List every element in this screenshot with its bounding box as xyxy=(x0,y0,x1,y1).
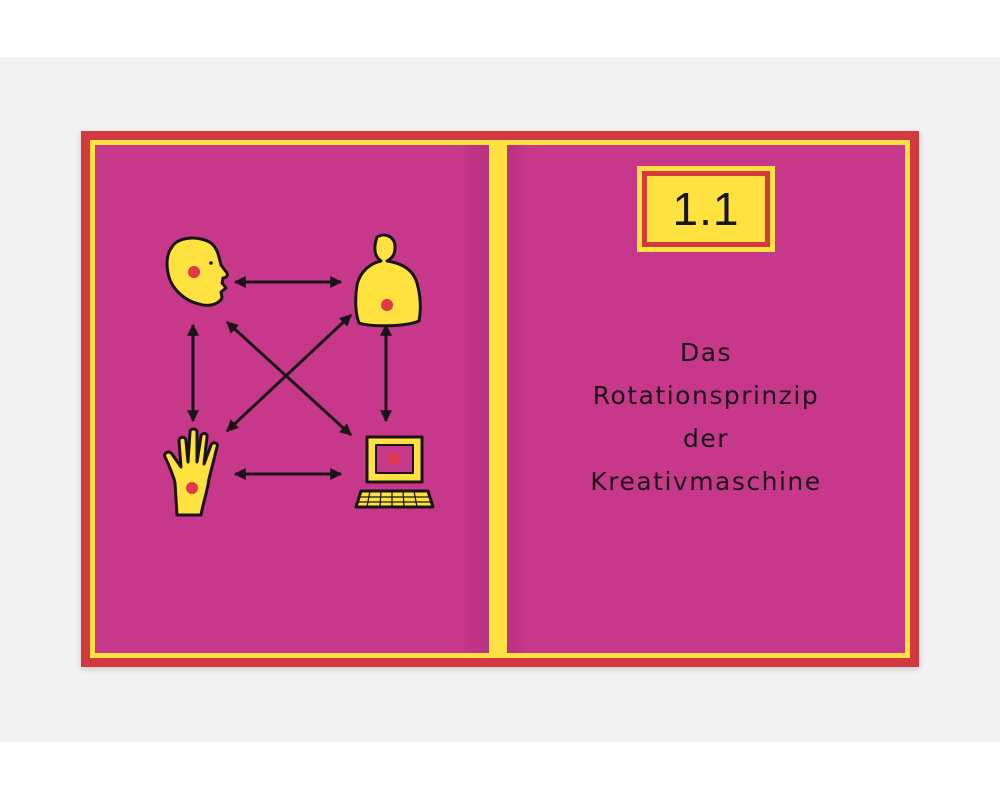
head-icon xyxy=(165,236,229,307)
torso-icon xyxy=(354,233,422,328)
right-page-inner: 1.1 Das Rotationsprinzip der Kreativmasc… xyxy=(507,145,905,653)
chapter-badge: 1.1 xyxy=(637,166,775,252)
book-spread: 1.1 Das Rotationsprinzip der Kreativmasc… xyxy=(81,131,919,667)
hand-icon xyxy=(163,427,219,517)
arrow-torso-hand xyxy=(225,313,353,433)
left-page xyxy=(90,140,494,658)
left-page-inner xyxy=(95,145,489,653)
chapter-title-line: Kreativmaschine xyxy=(590,467,822,496)
chapter-title-line: der xyxy=(682,424,730,453)
book-spine xyxy=(494,140,502,658)
chapter-title: Das Rotationsprinzip der Kreativmaschine xyxy=(507,331,905,503)
arrow-head-computer xyxy=(225,320,353,437)
chapter-title-line: Rotationsprinzip xyxy=(592,381,820,410)
rotation-diagram xyxy=(163,233,435,517)
chapter-badge-frame: 1.1 xyxy=(642,171,770,247)
right-page: 1.1 Das Rotationsprinzip der Kreativmasc… xyxy=(502,140,910,658)
chapter-number: 1.1 xyxy=(672,183,740,235)
computer-icon xyxy=(354,435,435,509)
chapter-title-line: Das xyxy=(679,338,733,367)
diagram-arrows xyxy=(187,276,392,480)
